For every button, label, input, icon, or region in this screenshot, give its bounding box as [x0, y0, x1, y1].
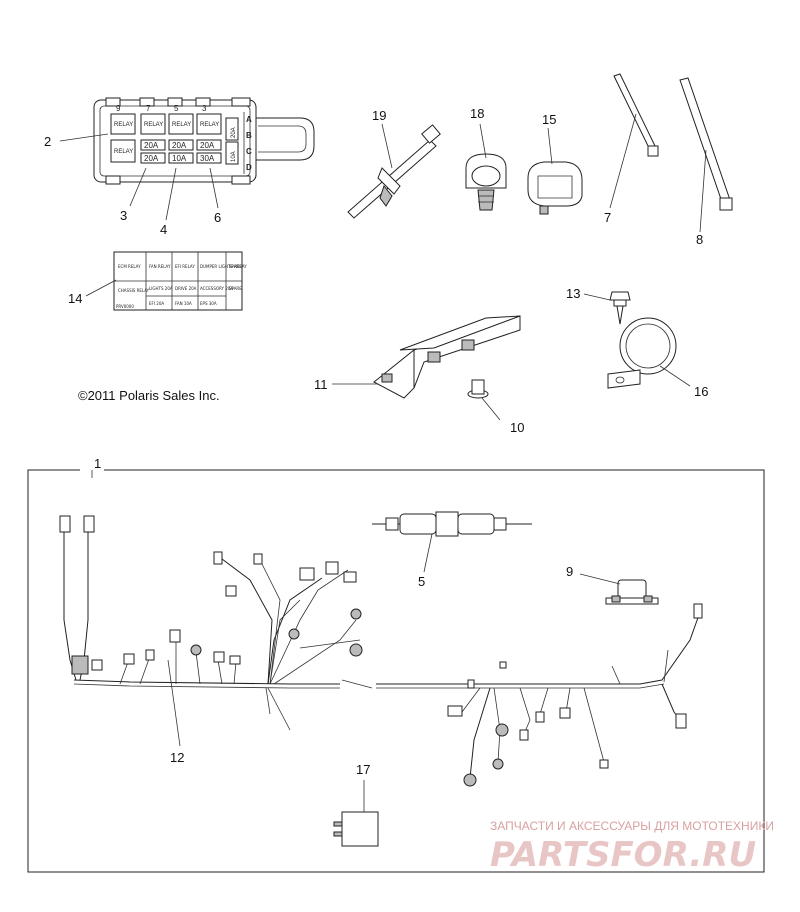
fuse-rating: 20A: [144, 141, 159, 150]
edge-clip: [527, 161, 583, 215]
callout-9: 9: [566, 564, 573, 579]
fuse-rating: 20A: [172, 141, 187, 150]
copyright-text: ©2011 Polaris Sales Inc.: [78, 388, 220, 403]
callout-18: 18: [470, 106, 484, 121]
chart-cell-efi-relay: EFI RELAY: [175, 264, 195, 269]
callout-17: 17: [356, 762, 370, 777]
fuse-box-number-9: 9: [116, 104, 121, 113]
cable-tie-long: [679, 77, 733, 211]
chart-cell-efi: EFI 20A: [149, 301, 164, 306]
fuse-chart-decal: ECM RELAY FAN RELAY EFI RELAY DUMPER LIG…: [113, 251, 247, 311]
relay-label: RELAY: [172, 122, 191, 128]
callout-19: 19: [372, 108, 386, 123]
chart-cell-eps: EPS 30A: [200, 301, 217, 306]
chart-cell-fan-relay: FAN RELAY: [149, 264, 171, 269]
relay-label: RELAY: [114, 149, 133, 155]
p-clamp: [607, 317, 677, 389]
callout-4: 4: [160, 222, 167, 237]
relay: [333, 811, 379, 847]
side-fuse-rating: 20A: [231, 127, 237, 138]
side-fuse-rating: 10A: [231, 151, 237, 162]
relay-label: RELAY: [114, 122, 133, 128]
row-letter-c: C: [246, 147, 252, 156]
callout-14: 14: [68, 291, 82, 306]
callout-10: 10: [510, 420, 524, 435]
fuse-box-number-3: 3: [202, 104, 207, 113]
chart-cell-accessory: ACCESSORY 20A: [200, 286, 233, 291]
chart-cell-dumper-relay: DUMPER LIGHTS RELAY: [200, 264, 247, 269]
callout-6: 6: [214, 210, 221, 225]
relay-label: RELAY: [200, 122, 219, 128]
callout-11: 11: [314, 377, 328, 392]
relay-label: RELAY: [144, 122, 163, 128]
fuse-rating: 20A: [200, 141, 215, 150]
callout-7: 7: [604, 210, 611, 225]
chart-cell-chassis-relay: CHASSIS RELAY: [118, 288, 150, 293]
fuse-rating: 10A: [172, 154, 187, 163]
fuse-rating: 20A: [144, 154, 159, 163]
chart-cell-drive: DRIVE 20A: [175, 286, 197, 291]
row-letter-b: B: [246, 131, 252, 140]
terminal-block: [605, 579, 659, 605]
callout-16: 16: [694, 384, 708, 399]
inline-fuse-holder: [372, 511, 532, 537]
watermark-brand: PARTSFOR.RU: [490, 835, 756, 875]
cable-tie-short: [613, 73, 659, 157]
callout-3: 3: [120, 208, 127, 223]
chart-cell-fan: FAN 10A: [175, 301, 192, 306]
callout-15: 15: [542, 112, 556, 127]
row-letter-a: A: [246, 115, 252, 124]
harness-clip: [465, 153, 507, 211]
callout-13: 13: [566, 286, 580, 301]
chart-cell-ecm-relay: ECM RELAY: [118, 264, 141, 269]
screw: [609, 291, 631, 325]
callout-2: 2: [44, 134, 51, 149]
push-rivet: [467, 379, 489, 399]
watermark-tagline: ЗАПЧАСТИ И АКСЕССУАРЫ ДЛЯ МОТОТЕХНИКИ: [490, 819, 774, 833]
push-mount-cable-tie: [347, 124, 441, 219]
callout-8: 8: [696, 232, 703, 247]
fuse-box-number-5: 5: [174, 104, 179, 113]
callout-12: 12: [170, 750, 184, 765]
callout-1: 1: [94, 456, 101, 471]
fuse-box-number-7: 7: [146, 104, 151, 113]
callout-5: 5: [418, 574, 425, 589]
chart-id-code: PRV0000: [116, 304, 134, 309]
chart-cell-spare: SPARE: [229, 264, 242, 269]
chart-cell-lights: LIGHTS 20A: [149, 286, 173, 291]
mounting-bracket: [373, 315, 521, 399]
chart-cell-spare-2: SPARE: [229, 286, 242, 291]
fuse-box: 9 7 5 3 RELAY RELAY RELAY RELAY RELAY 20…: [93, 97, 315, 185]
row-letter-d: D: [246, 163, 252, 172]
fuse-rating: 30A: [200, 154, 215, 163]
